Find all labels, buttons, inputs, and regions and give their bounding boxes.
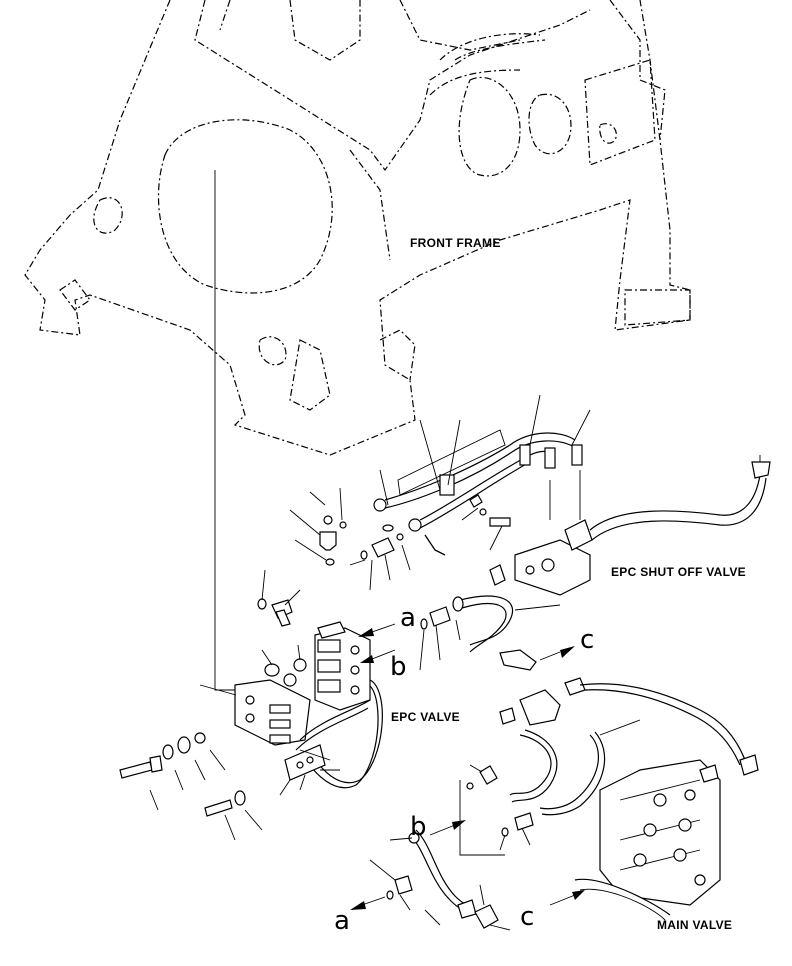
epc-valve-drawing bbox=[119, 569, 383, 841]
connector-c-lower: c bbox=[520, 902, 535, 932]
connector-c-upper: c bbox=[580, 625, 595, 655]
epc-valve-label: EPC VALVE bbox=[391, 710, 460, 724]
connector-b-lower: b bbox=[410, 812, 427, 842]
main-valve-label: MAIN VALVE bbox=[657, 918, 733, 932]
epc-shut-off-valve-drawing bbox=[489, 455, 771, 596]
connector-a-lower: a bbox=[334, 906, 350, 936]
connector-arrows-lower bbox=[350, 820, 585, 910]
epc-shut-off-valve-label: EPC SHUT OFF VALVE bbox=[611, 565, 746, 579]
middle-hose bbox=[419, 595, 561, 671]
front-frame-drawing bbox=[24, 0, 691, 456]
connector-b-upper: b bbox=[390, 652, 407, 682]
connector-a-upper: a bbox=[400, 603, 416, 633]
front-frame-label: FRONT FRAME bbox=[410, 236, 501, 250]
upper-fittings bbox=[289, 394, 591, 591]
upper-hoses bbox=[373, 429, 583, 556]
leader-line bbox=[214, 170, 245, 691]
connector-arrows-upper bbox=[358, 623, 575, 663]
lower-piping bbox=[369, 677, 759, 931]
